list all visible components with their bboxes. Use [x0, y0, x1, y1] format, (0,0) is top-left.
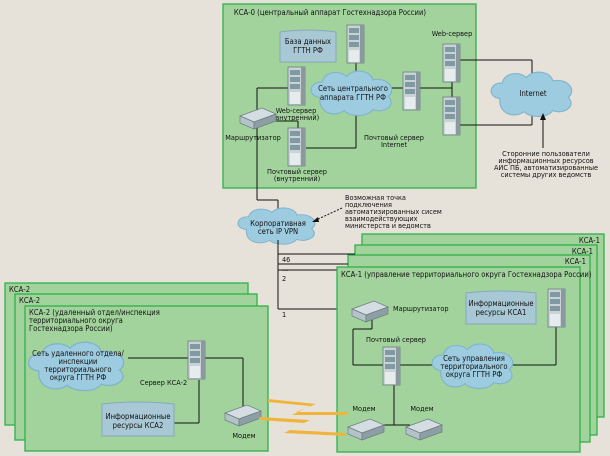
- svg-text:информационных ресурсов: информационных ресурсов: [498, 156, 593, 165]
- kca1-stack-label-2: КСА-1: [572, 247, 593, 256]
- web-server-label: Web-сервер: [432, 29, 473, 38]
- kca1-mail-label: Почтовый сервер: [366, 335, 426, 344]
- mail-internet-server-icon: [442, 96, 461, 136]
- link-label-46: 46: [282, 255, 290, 264]
- kca2-stack-label-2: КСА-2: [19, 296, 40, 305]
- svg-text:КСА-2 (удаленный отдел/инспекц: КСА-2 (удаленный отдел/инспекция: [29, 308, 160, 317]
- central-network-label-2: аппарата ГГТН РФ: [320, 93, 386, 102]
- kca2-modem-label: Модем: [232, 431, 255, 440]
- vpn-label-2: сеть IP VPN: [258, 227, 298, 236]
- svg-text:База данных: База данных: [285, 37, 331, 46]
- svg-text:Гостехнадзора России): Гостехнадзора России): [29, 324, 113, 333]
- svg-text:инспекции: инспекции: [59, 357, 98, 366]
- kca1-network-label: Сеть управления территориального округа …: [440, 354, 507, 379]
- kca2-title: КСА-2 (удаленный отдел/инспекция террито…: [29, 308, 160, 333]
- kca1-title: КСА-1 (управление территориального округ…: [341, 270, 592, 279]
- web-server-icon: [442, 43, 461, 83]
- note-arrow: [315, 207, 343, 221]
- kca1-resources-server-icon: [547, 288, 566, 328]
- svg-text:ресурсы КСА1: ресурсы КСА1: [476, 308, 527, 317]
- kca2-network-label: Сеть удаленного отдела/ инспекции террит…: [32, 349, 124, 382]
- svg-text:округа ГГТН РФ: округа ГГТН РФ: [50, 373, 107, 382]
- vpn-label: Корпоративная: [250, 219, 306, 228]
- mail-internal-label: Почтовый сервер: [267, 167, 327, 176]
- svg-text:территориального: территориального: [440, 362, 507, 371]
- kca1-links: [352, 320, 557, 426]
- server-icon: [402, 71, 421, 111]
- svg-text:автоматизированных сисем: автоматизированных сисем: [345, 207, 442, 216]
- svg-text:взаимодействующих: взаимодействующих: [345, 214, 418, 223]
- mail-internal-label-2: (внутренний): [274, 174, 320, 183]
- svg-text:округа ГГТН РФ: округа ГГТН РФ: [446, 370, 503, 379]
- database-icon: База данных ГГТН РФ: [279, 29, 337, 63]
- kca2-stack-label: КСА-2: [9, 285, 30, 294]
- central-network-label: Сеть центрального: [318, 84, 388, 93]
- link-label-2: 2: [282, 274, 286, 283]
- kca1-mail-server-icon: [382, 346, 401, 386]
- kca1-resources-icon: Информационные ресурсы КСА1: [465, 290, 537, 325]
- connection-point-note: Возможная точка подключения автоматизиро…: [345, 193, 442, 230]
- external-users-label: Сторонние пользователи информационных ре…: [494, 149, 598, 179]
- mail-internet-label-2: Internet: [381, 140, 407, 149]
- svg-text:Сеть управления: Сеть управления: [443, 354, 505, 363]
- svg-text:Сеть удаленного отдела/: Сеть удаленного отдела/: [32, 349, 124, 358]
- kca2-server-icon: [187, 340, 206, 380]
- kca1-stack-label-3: КСА-1: [565, 257, 586, 266]
- kca2-links: [128, 357, 244, 424]
- svg-text:Информационные: Информационные: [468, 299, 533, 308]
- web-server-internal-icon: [287, 66, 306, 106]
- svg-text:Возможная точка: Возможная точка: [345, 193, 406, 202]
- svg-text:территориального: территориального: [44, 365, 111, 374]
- svg-text:территориального округа: территориального округа: [29, 316, 123, 325]
- kca1-stack-label: КСА-1: [579, 236, 600, 245]
- web-internal-label-2: (внутренний): [273, 113, 319, 122]
- link-label-1: 1: [282, 310, 286, 319]
- kca2-resources-icon: Информационные ресурсы КСА2: [101, 401, 175, 437]
- kca1-modem2-label: Модем: [410, 404, 433, 413]
- svg-text:ГГТН РФ: ГГТН РФ: [293, 46, 323, 55]
- svg-text:АИС ПБ, автоматизированные: АИС ПБ, автоматизированные: [494, 163, 598, 172]
- web-internal-label: Web-сервер: [276, 106, 317, 115]
- kca1-modem1-label: Модем: [352, 404, 375, 413]
- internet-label: Internet: [519, 89, 546, 98]
- mail-internal-server-icon: [287, 127, 306, 167]
- kca0-title: КСА-0 (центральный аппарат Гостехнадзора…: [234, 8, 427, 17]
- svg-text:системы других ведомств: системы других ведомств: [501, 170, 592, 179]
- svg-text:ресурсы КСА2: ресурсы КСА2: [113, 421, 164, 430]
- db-server-icon: [346, 24, 365, 64]
- svg-text:Информационные: Информационные: [105, 412, 170, 421]
- svg-text:министерств и ведомств: министерств и ведомств: [345, 221, 431, 230]
- router-label: Маршрутизатор: [225, 133, 281, 142]
- svg-text:Сторонние пользователи: Сторонние пользователи: [502, 149, 590, 158]
- kca1-router-label: Маршрутизатор: [393, 304, 449, 313]
- wireless-link-icon: [259, 399, 348, 436]
- kca2-server-label: Сервер КСА-2: [140, 378, 187, 387]
- mail-internet-label: Почтовый сервер: [364, 133, 424, 142]
- svg-text:подключения: подключения: [345, 200, 392, 209]
- link-label-ellipsis: ...: [282, 264, 288, 273]
